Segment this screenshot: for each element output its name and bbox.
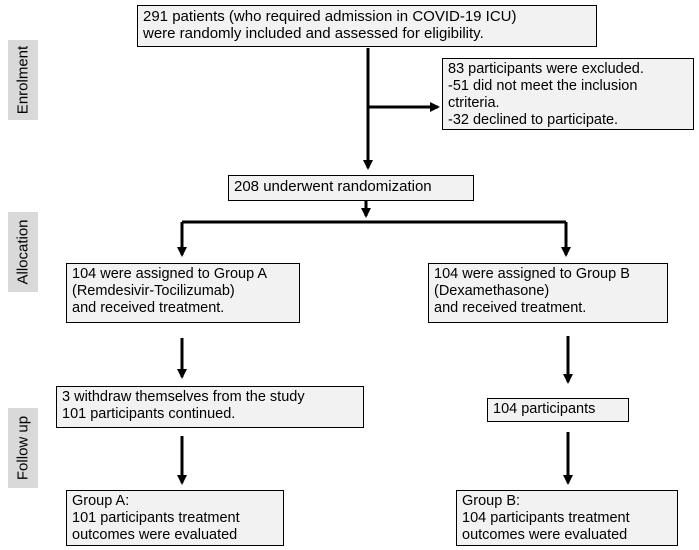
group-a-assigned-line: 104 were assigned to Group A xyxy=(72,266,268,282)
group-b-outcome-line: outcomes were evaluated xyxy=(462,527,628,543)
screening-line: 291 patients (who required admission in … xyxy=(143,8,517,25)
group-b-outcome-line: Group B: xyxy=(462,493,521,509)
randomization-line: 208 underwent randomization xyxy=(234,178,432,195)
group-a-outcome-line: outcomes were evaluated xyxy=(72,527,238,543)
group-b-followup-line: 104 participants xyxy=(493,401,596,417)
excluded-line: -32 declined to participate. xyxy=(448,112,619,128)
phase-label-follow-up: Follow up xyxy=(8,408,38,488)
screening-box: 291 patients (who required admission in … xyxy=(137,5,597,47)
excluded-line: 83 participants were excluded. xyxy=(448,61,644,77)
excluded-box: 83 participants were excluded. -51 did n… xyxy=(442,58,694,130)
group-b-assigned-line: 104 were assigned to Group B xyxy=(434,266,630,282)
randomization-box: 208 underwent randomization xyxy=(228,175,474,201)
group-a-followup-line: 101 participants continued. xyxy=(62,406,236,422)
phase-label-allocation: Allocation xyxy=(8,212,38,292)
excluded-line: -51 did not meet the inclusion xyxy=(448,78,638,94)
phase-label-enrolment: Enrolment xyxy=(8,40,38,120)
group-a-assigned-line: and received treatment. xyxy=(72,300,225,316)
group-b-assigned-line: (Dexamethasone) xyxy=(434,283,550,299)
group-a-followup-line: 3 withdraw themselves from the study xyxy=(62,389,305,405)
group-b-assigned-box: 104 were assigned to Group B (Dexamethas… xyxy=(428,263,668,323)
group-a-assigned-box: 104 were assigned to Group A (Remdesivir… xyxy=(66,263,300,323)
group-a-assigned-line: (Remdesivir-Tocilizumab) xyxy=(72,283,235,299)
group-b-outcome-box: Group B: 104 participants treatment outc… xyxy=(456,490,678,546)
screening-line: were randomly included and assessed for … xyxy=(143,25,484,42)
group-a-followup-box: 3 withdraw themselves from the study 101… xyxy=(56,386,364,428)
group-a-outcome-line: Group A: xyxy=(72,493,130,509)
group-b-followup-box: 104 participants xyxy=(487,398,629,422)
group-b-outcome-line: 104 participants treatment xyxy=(462,510,630,526)
excluded-line: ctriteria. xyxy=(448,95,500,111)
group-b-assigned-line: and received treatment. xyxy=(434,300,587,316)
group-a-outcome-box: Group A: 101 participants treatment outc… xyxy=(66,490,284,546)
group-a-outcome-line: 101 participants treatment xyxy=(72,510,240,526)
